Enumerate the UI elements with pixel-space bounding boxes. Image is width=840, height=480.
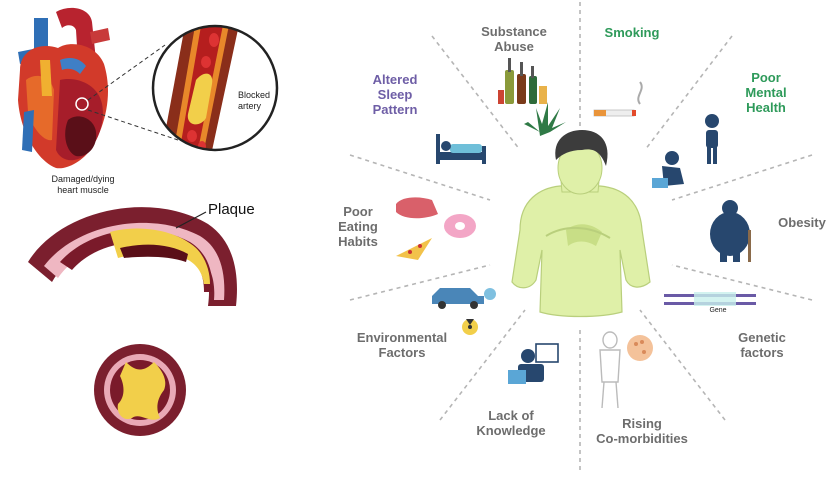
divider-line <box>671 154 813 201</box>
environmental-factors-label: Environmental Factors <box>356 330 448 360</box>
genetic-factors-label: Genetic factors <box>738 330 786 360</box>
obese-person-icon <box>710 200 751 262</box>
divider-line <box>431 35 521 151</box>
heart-illustration <box>18 7 110 169</box>
lack-of-knowledge-label: Lack of Knowledge <box>476 408 546 438</box>
comorbidities-label: Rising Co-morbidities <box>596 416 688 446</box>
divider-line <box>349 264 491 301</box>
blocked-artery-label: Blocked artery <box>238 90 271 111</box>
blocked-artery-zoom <box>151 24 279 152</box>
artery-plaque-illustration <box>28 207 237 306</box>
divider-line <box>349 154 491 201</box>
gene-label: Gene <box>709 307 727 314</box>
car-pollution-icon <box>432 288 496 309</box>
reading-person-icon <box>508 343 559 384</box>
cannabis-leaf-icon <box>524 102 566 136</box>
substance-abuse-label: Substance Abuse <box>481 24 547 54</box>
poor-eating-label: Poor Eating Habits <box>338 204 378 249</box>
heart-muscle-label: Damaged/dying heart muscle <box>51 174 115 195</box>
comorbidity-body-icon <box>599 331 653 409</box>
divider-line <box>639 309 726 421</box>
cigarette-icon <box>593 81 643 117</box>
altered-sleep-label: Altered Sleep Pattern <box>372 72 418 117</box>
divider-line <box>644 35 733 151</box>
dna-gene-icon <box>664 292 756 306</box>
alcohol-bottles-icon <box>498 58 547 104</box>
artery-cross-section <box>94 344 186 436</box>
obesity-label: Obesity <box>778 215 826 230</box>
smoking-label: Smoking <box>604 25 660 40</box>
radiation-icon <box>462 319 478 335</box>
divider-line <box>439 309 526 421</box>
sleeping-person-icon <box>436 134 486 164</box>
divider-line <box>671 264 813 301</box>
distressed-people-icon <box>652 114 719 188</box>
poor-mental-health-label: Poor Mental Health <box>745 70 787 115</box>
food-icons <box>396 197 476 260</box>
radial-divider-lines <box>349 2 813 470</box>
plaque-label: Plaque <box>208 201 255 218</box>
central-person-illustration <box>511 130 651 318</box>
